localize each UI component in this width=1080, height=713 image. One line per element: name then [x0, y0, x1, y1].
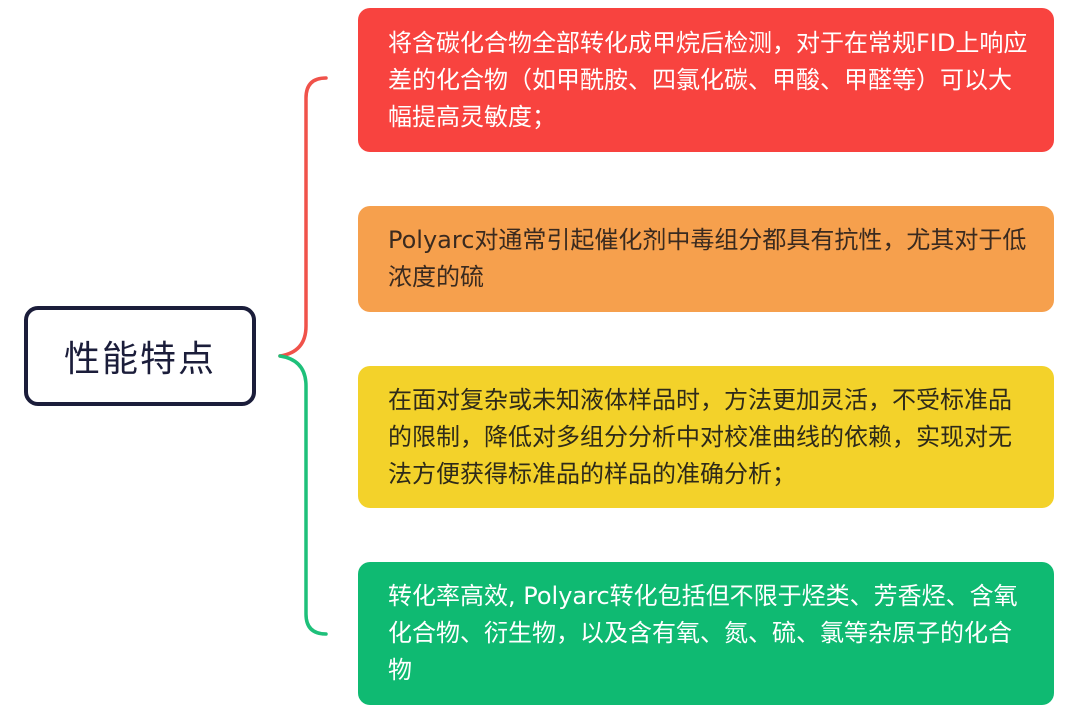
- brace-upper-stroke: [278, 76, 328, 358]
- feature-node-2: Polyarc对通常引起催化剂中毒组分都具有抗性，尤其对于低浓度的硫: [358, 206, 1054, 312]
- feature-node-1: 将含碳化合物全部转化成甲烷后检测，对于在常规FID上响应差的化合物（如甲酰胺、四…: [358, 8, 1054, 152]
- feature-node-4: 转化率高效, Polyarc转化包括但不限于烃类、芳香烃、含氧化合物、衍生物，以…: [358, 562, 1054, 705]
- root-node-label: 性能特点: [63, 339, 216, 380]
- feature-node-4-text: 转化率高效, Polyarc转化包括但不限于烃类、芳香烃、含氧化合物、衍生物，以…: [388, 582, 1018, 684]
- feature-node-1-text: 将含碳化合物全部转化成甲烷后检测，对于在常规FID上响应差的化合物（如甲酰胺、四…: [388, 28, 1028, 131]
- feature-node-3: 在面对复杂或未知液体样品时，方法更加灵活，不受标准品的限制，降低对多组分分析中对…: [358, 366, 1054, 508]
- brace-lower-stroke: [278, 354, 328, 636]
- feature-node-3-text: 在面对复杂或未知液体样品时，方法更加灵活，不受标准品的限制，降低对多组分分析中对…: [388, 385, 1012, 488]
- root-node: 性能特点: [24, 306, 256, 406]
- feature-node-2-text: Polyarc对通常引起催化剂中毒组分都具有抗性，尤其对于低浓度的硫: [388, 226, 1027, 291]
